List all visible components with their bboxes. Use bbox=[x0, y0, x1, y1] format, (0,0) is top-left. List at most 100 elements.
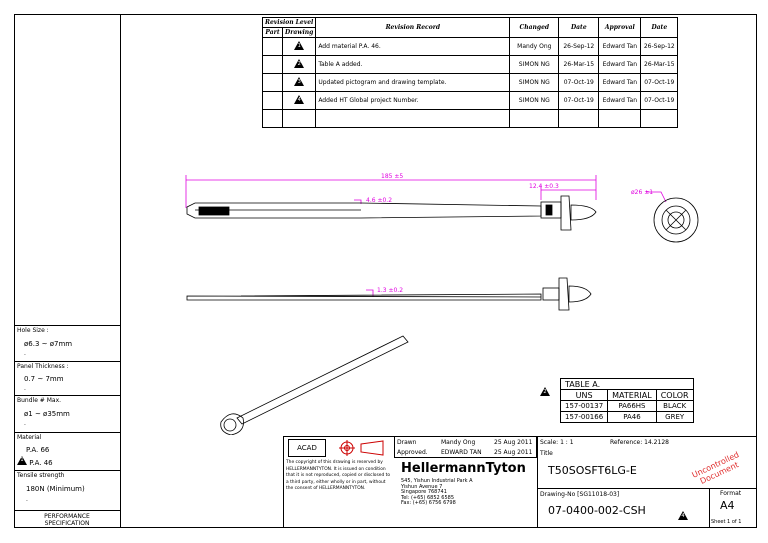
table-a-cell: 157-00166 bbox=[559, 411, 609, 423]
rev-level-icon: 1 bbox=[282, 37, 317, 56]
table-a-cell: BLACK bbox=[655, 400, 694, 412]
drawn-label: Drawn bbox=[397, 439, 417, 446]
drawn-approved-box bbox=[394, 436, 537, 458]
rev-date: 07-Oct-19 bbox=[558, 91, 600, 110]
tensile-value: 180N (Minimum) bbox=[26, 485, 85, 493]
rev-part-header: Part bbox=[261, 27, 284, 38]
rev-part bbox=[261, 73, 284, 92]
rev-date2: 07-Oct-19 bbox=[640, 73, 679, 92]
approved-date: 25 Aug 2011 bbox=[494, 449, 533, 456]
spec-tensile: Tensile strength 180N (Minimum) . bbox=[14, 470, 120, 511]
table-a-cell: GREY bbox=[655, 411, 694, 423]
tensile-label: Tensile strength bbox=[17, 472, 65, 479]
drawing-no-label: Drawing-No [SG11018-03] bbox=[540, 491, 620, 498]
table-a-header: COLOR bbox=[655, 389, 694, 401]
table-a-cell: PA46 bbox=[607, 411, 657, 423]
rev-drawing-header: Drawing bbox=[282, 27, 317, 38]
company-logo: HellermannTyton bbox=[401, 461, 526, 476]
spec-performance: PERFORMANCE SPECIFICATION bbox=[14, 510, 120, 529]
rev-level-icon: 4 bbox=[282, 91, 317, 110]
spec-material: Material P.A. 66 1 P.A. 46 bbox=[14, 432, 120, 469]
rev-record: Add material P.A. 46. bbox=[315, 37, 511, 56]
acad-box: ACAD bbox=[288, 439, 326, 457]
company-address: 545, Yishun Industrial Park A Yishun Ave… bbox=[401, 478, 473, 506]
performance-label: PERFORMANCE SPECIFICATION bbox=[44, 513, 90, 527]
spec-hole-size: Hole Size : ø6.3 ~ ø7mm . bbox=[14, 325, 120, 360]
rev-date2: 07-Oct-19 bbox=[640, 91, 679, 110]
table-a-cell: 157-00137 bbox=[559, 400, 609, 412]
scale: Scale: 1 : 1 bbox=[540, 439, 574, 446]
rev-level-icon: 2 bbox=[282, 55, 317, 74]
rev-record: Table A added. bbox=[315, 55, 511, 74]
rev-date: 26-Sep-12 bbox=[558, 37, 600, 56]
rev-approval: Edward Tan bbox=[598, 55, 642, 74]
rev-approval-header: Approval bbox=[598, 17, 642, 38]
panel-thickness-dot: . bbox=[24, 385, 26, 392]
tensile-dot: . bbox=[26, 496, 28, 503]
rev-date: 26-Mar-15 bbox=[558, 55, 600, 74]
rev-changed: Mandy Ong bbox=[509, 37, 560, 56]
dim-diameter: ø26 ±1 bbox=[631, 189, 653, 196]
rev-changed: SIMON NG bbox=[509, 73, 560, 92]
table-a-title: TABLE A. bbox=[560, 378, 694, 390]
approved-label: Approved. bbox=[397, 449, 428, 456]
drawing-title: T50SOSFT6LG-E bbox=[548, 464, 637, 477]
rev-level-icon: 3 bbox=[282, 73, 317, 92]
rev-date2-header: Date bbox=[640, 17, 679, 38]
hole-size-label: Hole Size : bbox=[17, 327, 49, 334]
table-a-rev-icon: 2 bbox=[540, 381, 550, 400]
rev-approval: Edward Tan bbox=[598, 37, 642, 56]
bundle-dot: . bbox=[24, 420, 26, 427]
table-a-header: UNS bbox=[559, 389, 609, 401]
material-1: P.A. 66 bbox=[26, 446, 50, 454]
rev-record: Added HT Global project Number. bbox=[315, 91, 511, 110]
hole-size-dot: . bbox=[24, 350, 26, 357]
reference: Reference: 14.2128 bbox=[610, 439, 669, 446]
drawn-name: Mandy Ong bbox=[441, 439, 476, 446]
material-2: P.A. 46 bbox=[29, 459, 53, 467]
rev-date2: 26-Mar-15 bbox=[640, 55, 679, 74]
panel-thickness-label: Panel Thickness : bbox=[17, 363, 69, 370]
drawing-rev-icon: 4 bbox=[678, 505, 688, 524]
revision-table: Revision Level Revision Record Changed D… bbox=[261, 17, 679, 128]
spec-panel-thickness: Panel Thickness : 0.7 ~ 7mm . bbox=[14, 361, 120, 394]
bundle-label: Bundle # Max. bbox=[17, 397, 62, 404]
bundle-value: ø1 ~ ø35mm bbox=[24, 410, 70, 418]
rev-record: Updated pictogram and drawing template. bbox=[315, 73, 511, 92]
rev-record-header: Revision Record bbox=[315, 17, 511, 38]
drawing-no-divider bbox=[537, 488, 757, 489]
rev-part bbox=[261, 55, 284, 74]
hole-size-value: ø6.3 ~ ø7mm bbox=[24, 340, 73, 348]
material-2-row: 1 P.A. 46 bbox=[17, 456, 53, 467]
sheet-info: Sheet 1 of 1 bbox=[711, 519, 742, 525]
rev-triangle-icon: 1 bbox=[17, 456, 27, 467]
title-label: Title bbox=[540, 450, 553, 457]
copyright-notice: The copyright of this drawing is reserve… bbox=[286, 460, 391, 491]
rev-changed: SIMON NG bbox=[509, 55, 560, 74]
title-divider bbox=[537, 436, 538, 528]
material-label: Material bbox=[17, 434, 42, 441]
table-a-cell: PA66HS bbox=[607, 400, 657, 412]
tie-drawing: 185 ±5 12.4 ±0.3 4.6 ±0.2 1.3 ±0.2 ø26 ±… bbox=[185, 173, 699, 435]
rev-date: 07-Oct-19 bbox=[558, 73, 600, 92]
rev-level-header: Revision Level bbox=[261, 17, 317, 28]
drawn-date: 25 Aug 2011 bbox=[494, 439, 533, 446]
drawing-number: 07-0400-002-CSH bbox=[548, 504, 646, 517]
approved-name: EDWARD TAN bbox=[441, 449, 482, 456]
dim-head: 12.4 ±0.3 bbox=[529, 183, 559, 190]
format-label: Format bbox=[720, 490, 742, 497]
dim-length: 185 ±5 bbox=[381, 173, 403, 180]
rev-approval: Edward Tan bbox=[598, 91, 642, 110]
dim-thickness: 1.3 ±0.2 bbox=[377, 287, 403, 294]
rev-approval: Edward Tan bbox=[598, 73, 642, 92]
dim-width: 4.6 ±0.2 bbox=[366, 197, 392, 204]
format-box bbox=[709, 488, 757, 528]
rev-changed: SIMON NG bbox=[509, 91, 560, 110]
